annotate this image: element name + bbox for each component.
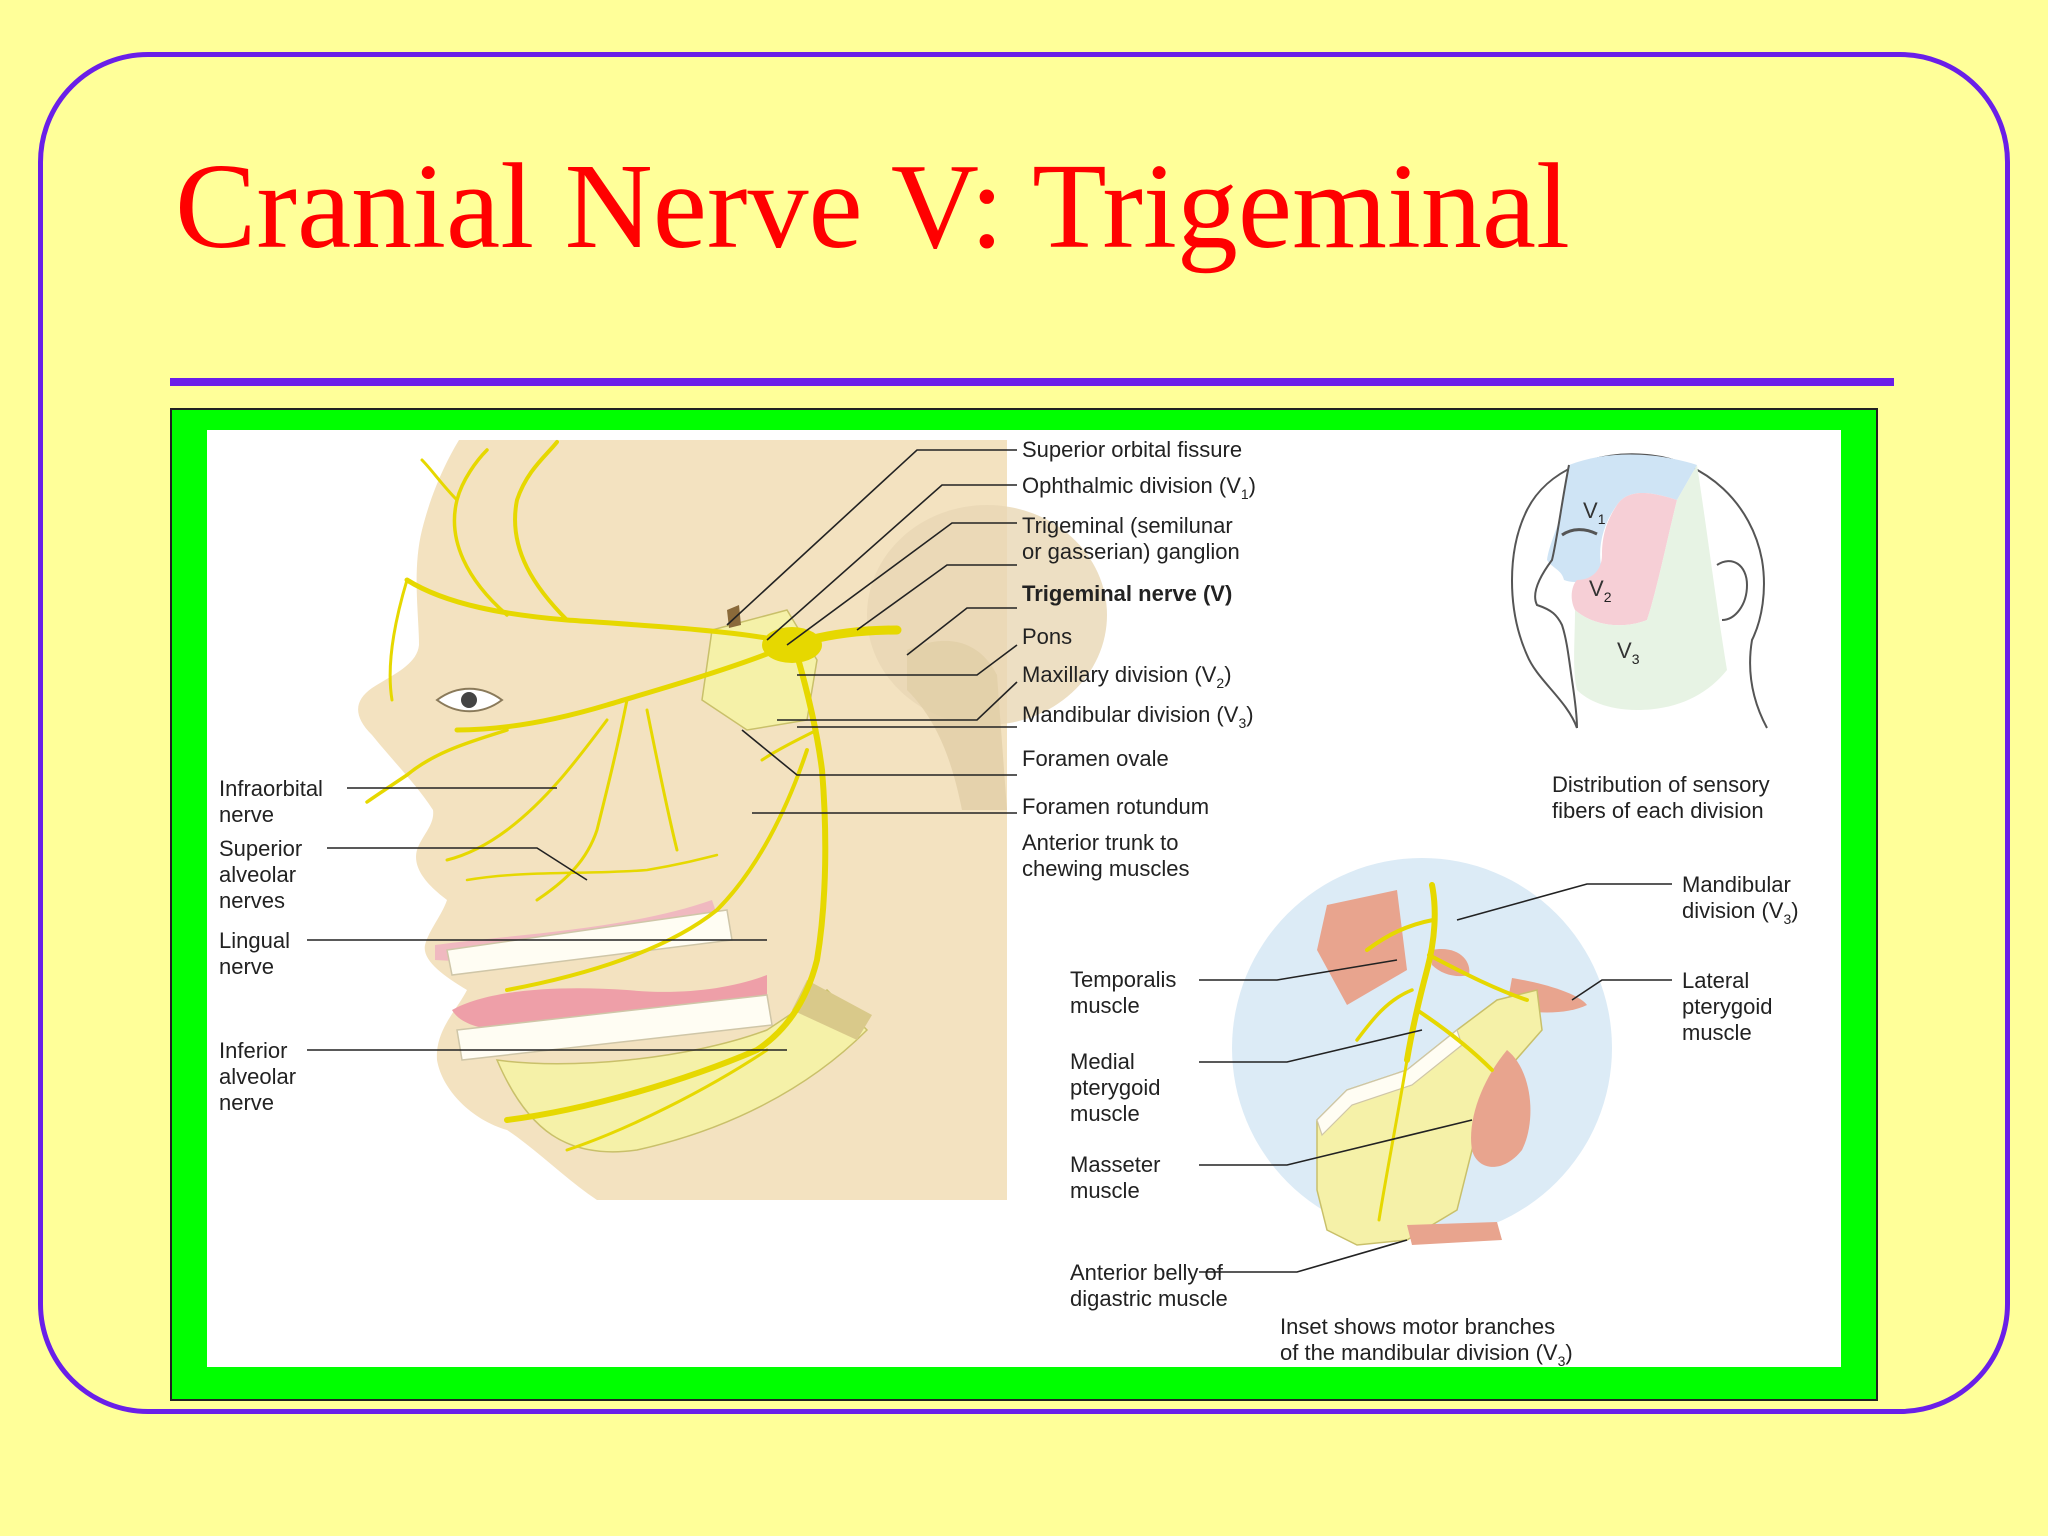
inset-labels: Temporalis muscle Medial pterygoid muscl… <box>1070 872 1799 1367</box>
trigeminal-ganglion <box>762 627 822 663</box>
zone-label-v2: V2 <box>1589 576 1612 605</box>
zone-label-v3: V3 <box>1617 638 1640 667</box>
label-inset-mandibular-line1: Mandibular <box>1682 872 1791 897</box>
title-divider <box>170 378 1894 386</box>
mandible-cut-face <box>792 980 872 1040</box>
trigeminal-diagram: Superior orbital fissure Ophthalmic divi… <box>219 437 1799 1367</box>
label-mandibular-division: Mandibular division (V3) <box>1022 702 1254 731</box>
mandible-bone <box>495 989 869 1153</box>
label-superior-alveolar-line3: nerves <box>219 888 285 913</box>
motor-branches-inset <box>1199 858 1672 1273</box>
label-lateral-pterygoid-line3: muscle <box>1682 1020 1752 1045</box>
label-inferior-alveolar-line3: nerve <box>219 1090 274 1115</box>
label-maxillary-division: Maxillary division (V2) <box>1022 662 1232 691</box>
slide-frame <box>38 52 2010 1414</box>
label-pons: Pons <box>1022 624 1072 649</box>
label-medial-pterygoid-line1: Medial <box>1070 1049 1135 1074</box>
label-inferior-alveolar-line1: Inferior <box>219 1038 287 1063</box>
superior-alveolar-1 <box>535 698 629 902</box>
label-digastric-line1: Anterior belly of <box>1070 1260 1224 1285</box>
v1-zone <box>1547 454 1697 582</box>
ophthalmic-branch-2 <box>452 448 509 617</box>
v2-zone <box>1571 493 1677 626</box>
label-foramen-rotundum: Foramen rotundum <box>1022 794 1209 819</box>
trigeminal-nerve-branches <box>365 440 902 1152</box>
main-right-labels: Superior orbital fissure Ophthalmic divi… <box>1022 437 1256 881</box>
label-superior-alveolar-line1: Superior <box>219 836 302 861</box>
lingual-branch <box>505 748 809 992</box>
label-infraorbital-line1: Infraorbital <box>219 776 323 801</box>
label-anterior-trunk-line1: Anterior trunk to <box>1022 830 1179 855</box>
head-inset-caption-line1: Distribution of sensory <box>1552 772 1770 797</box>
leader-lines-main <box>307 449 1018 1051</box>
v3-zone <box>1574 465 1727 710</box>
label-superior-alveolar-line2: alveolar <box>219 862 296 887</box>
zone-label-v1: V1 <box>1583 498 1606 527</box>
ear-shape <box>1716 560 1749 621</box>
mandibular-division <box>504 652 829 1123</box>
ophthalmic-branch-3 <box>420 458 459 502</box>
label-temporalis-line2: muscle <box>1070 993 1140 1018</box>
label-infraorbital-line2: nerve <box>219 802 274 827</box>
superior-alveolar-3 <box>645 708 679 852</box>
label-medial-pterygoid-line2: pterygoid <box>1070 1075 1161 1100</box>
main-left-labels: Infraorbital nerve Superior alveolar ner… <box>219 776 323 1115</box>
label-lateral-pterygoid-line2: pterygoid <box>1682 994 1773 1019</box>
eye-pupil <box>461 692 477 708</box>
slide-title: Cranial Nerve V: Trigeminal <box>175 139 1570 274</box>
masseter-muscle <box>1471 1050 1531 1167</box>
inset-caption-line2: of the mandibular division (V3) <box>1280 1340 1573 1367</box>
eyebrow-shape <box>1561 528 1598 537</box>
head-inset-caption-line2: fibers of each division <box>1552 798 1764 823</box>
ophthalmic-branch-4 <box>388 578 409 702</box>
infraorbital-branch <box>365 728 509 804</box>
digastric-muscle <box>1407 1222 1502 1245</box>
inset-branch-medial <box>1355 988 1414 1042</box>
figure-area: Superior orbital fissure Ophthalmic divi… <box>207 430 1841 1367</box>
label-digastric-line2: digastric muscle <box>1070 1286 1228 1311</box>
inferior-alveolar-lower <box>565 1048 769 1152</box>
label-masseter-line2: muscle <box>1070 1178 1140 1203</box>
label-masseter-line1: Masseter <box>1070 1152 1160 1177</box>
label-inset-mandibular-line2: division (V3) <box>1682 898 1799 927</box>
anterior-trunk-branch <box>760 728 819 762</box>
label-foramen-ovale: Foramen ovale <box>1022 746 1169 771</box>
label-lingual-line1: Lingual <box>219 928 290 953</box>
maxillary-division <box>454 647 780 733</box>
label-lingual-line2: nerve <box>219 954 274 979</box>
label-ophthalmic-division: Ophthalmic division (V1) <box>1022 473 1256 502</box>
head-sagittal-illustration <box>358 440 1107 1200</box>
dental-plexus <box>465 853 719 882</box>
face-profile <box>1534 464 1578 729</box>
inset-branch-temporalis <box>1365 918 1435 952</box>
temporalis-muscle <box>1317 890 1407 1005</box>
label-temporalis-line1: Temporalis <box>1070 967 1176 992</box>
inset-caption-line1: Inset shows motor branches <box>1280 1314 1555 1339</box>
label-trigeminal-ganglion-line1: Trigeminal (semilunar <box>1022 513 1233 538</box>
label-lateral-pterygoid-line1: Lateral <box>1682 968 1749 993</box>
superior-alveolar-2 <box>445 718 609 862</box>
label-inferior-alveolar-line2: alveolar <box>219 1064 296 1089</box>
brainstem-shape <box>907 640 1007 810</box>
label-trigeminal-ganglion-line2: or gasserian) ganglion <box>1022 539 1240 564</box>
inset-branch-digastric <box>1377 1058 1409 1222</box>
inset-branch-lateral <box>1427 953 1529 1002</box>
ophthalmic-branch-1 <box>513 440 569 622</box>
label-anterior-trunk-line2: chewing muscles <box>1022 856 1190 881</box>
label-medial-pterygoid-line3: muscle <box>1070 1101 1140 1126</box>
label-trigeminal-nerve: Trigeminal nerve (V) <box>1022 581 1232 606</box>
inset-branch-masseter <box>1415 1008 1494 1072</box>
label-superior-orbital-fissure: Superior orbital fissure <box>1022 437 1242 462</box>
sensory-distribution-inset: V1 V2 V3 Distribution of sensory fibers … <box>1511 453 1770 823</box>
figure-panel: Superior orbital fissure Ophthalmic divi… <box>170 408 1878 1401</box>
